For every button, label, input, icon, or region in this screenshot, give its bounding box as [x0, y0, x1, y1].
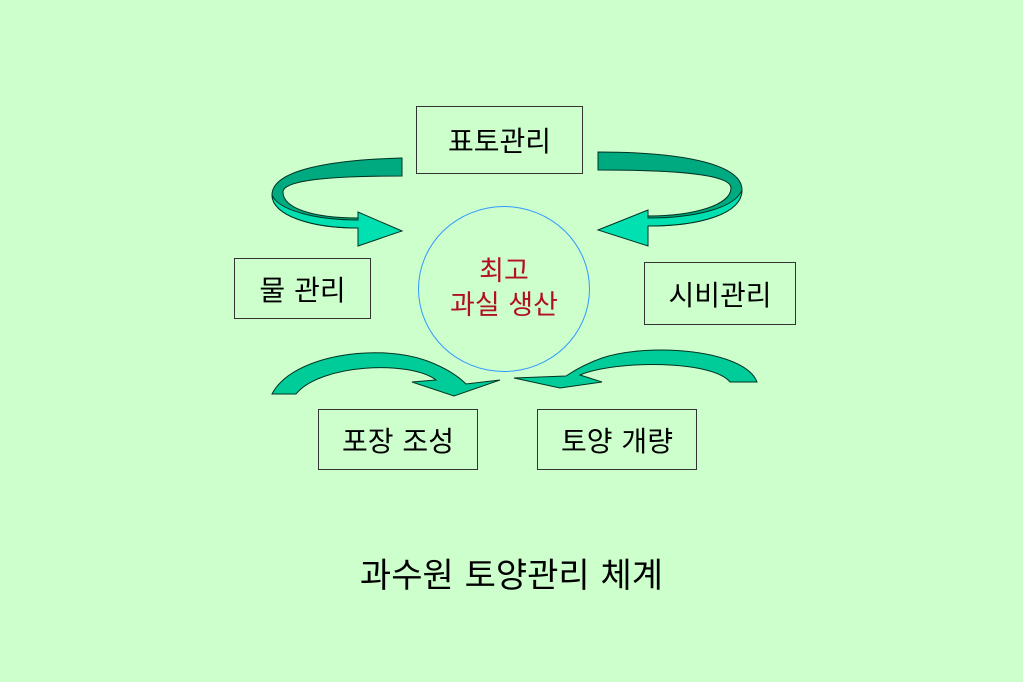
top-box-topsoil-management: 표토관리: [416, 106, 583, 174]
bottom-left-box-label: 포장 조성: [342, 424, 454, 458]
bottom-left-box-field-preparation: 포장 조성: [318, 409, 478, 470]
right-box-label: 시비관리: [668, 278, 772, 312]
center-line-1: 최고: [479, 256, 529, 288]
diagram-caption: 과수원 토양관리 체계: [359, 556, 664, 596]
bottom-right-box-label: 토양 개량: [561, 424, 673, 458]
curved-arrow-upper-left: [271, 157, 404, 247]
top-box-label: 표토관리: [447, 125, 552, 158]
curved-arrow-lower-left: [271, 352, 501, 397]
right-box-fertilizer-management: 시비관리: [644, 262, 796, 325]
center-goal-circle: 최고 과실 생산: [418, 206, 590, 372]
center-line-2: 과실 생산: [450, 290, 558, 321]
curved-arrow-lower-right: [513, 349, 758, 389]
curved-arrow-upper-right: [596, 151, 743, 247]
left-box-water-management: 물 관리: [234, 258, 371, 319]
bottom-right-box-soil-improvement: 토양 개량: [537, 409, 697, 470]
left-box-label: 물 관리: [259, 273, 346, 307]
